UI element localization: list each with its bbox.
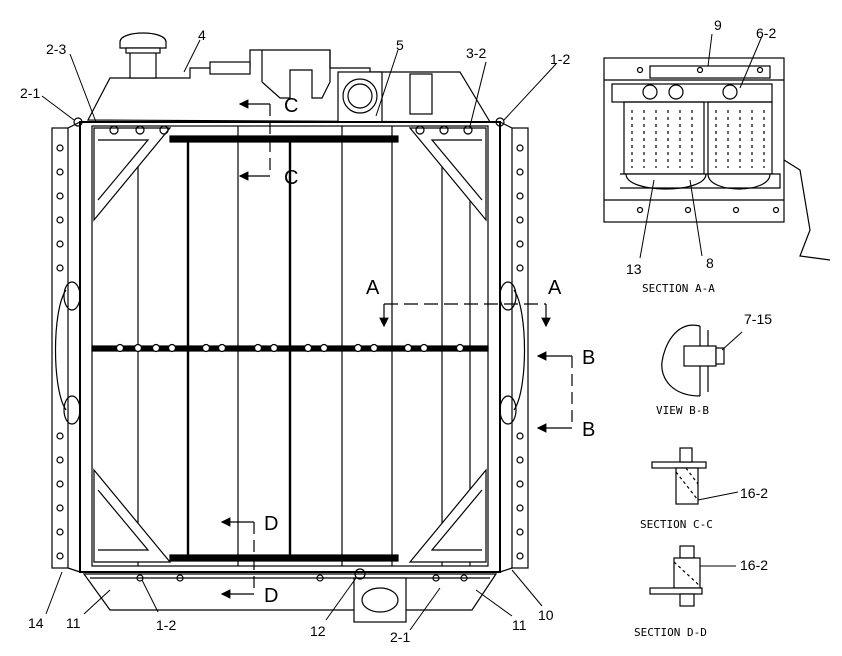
callout-8: 8 bbox=[706, 255, 714, 271]
callout-2-1-bottom: 2-1 bbox=[390, 629, 410, 645]
section-d-d-detail bbox=[649, 545, 736, 607]
section-title-d-d: SECTION D-D bbox=[634, 626, 707, 639]
top-tank bbox=[87, 32, 492, 123]
callout-10: 10 bbox=[538, 607, 554, 623]
view-b-b-detail bbox=[661, 324, 743, 397]
section-letter-c-top: C bbox=[284, 95, 298, 117]
callout-14: 14 bbox=[28, 615, 44, 631]
callout-3-2: 3-2 bbox=[466, 45, 486, 61]
section-cut-lines bbox=[220, 99, 573, 599]
callout-9: 9 bbox=[714, 17, 722, 33]
bottom-tank bbox=[82, 568, 498, 623]
callout-16-2-d: 16-2 bbox=[740, 557, 768, 573]
callout-16-2-c: 16-2 bbox=[740, 485, 768, 501]
callout-4: 4 bbox=[198, 27, 206, 43]
side-rails bbox=[51, 117, 529, 573]
section-c-c-detail bbox=[651, 447, 739, 505]
section-title-a-a: SECTION A-A bbox=[642, 282, 715, 295]
callout-1-2-bottom: 1-2 bbox=[156, 617, 176, 633]
section-letter-c-bottom: C bbox=[284, 167, 298, 189]
callout-13: 13 bbox=[626, 261, 642, 277]
callout-11-left: 11 bbox=[66, 615, 81, 631]
section-a-a-detail bbox=[603, 33, 831, 261]
section-letter-a-right: A bbox=[548, 277, 562, 299]
section-letter-d-bottom: D bbox=[264, 585, 278, 607]
section-title-b-b: VIEW B-B bbox=[656, 404, 709, 417]
callout-2-1-top: 2-1 bbox=[20, 85, 40, 101]
section-letter-b-top: B bbox=[582, 347, 595, 369]
callout-12: 12 bbox=[310, 623, 326, 639]
section-title-c-c: SECTION C-C bbox=[640, 518, 713, 531]
section-letter-d-top: D bbox=[264, 513, 278, 535]
callout-6-2: 6-2 bbox=[756, 25, 776, 41]
callout-7-15: 7-15 bbox=[744, 311, 772, 327]
callout-5: 5 bbox=[396, 37, 404, 53]
section-letter-a-left: A bbox=[366, 277, 380, 299]
callout-1-2-top: 1-2 bbox=[550, 51, 570, 67]
callout-11-right: 11 bbox=[512, 617, 527, 633]
leader-lines bbox=[41, 39, 557, 631]
callout-2-3: 2-3 bbox=[46, 41, 66, 57]
section-letter-b-bottom: B bbox=[582, 419, 595, 441]
core bbox=[79, 121, 501, 573]
